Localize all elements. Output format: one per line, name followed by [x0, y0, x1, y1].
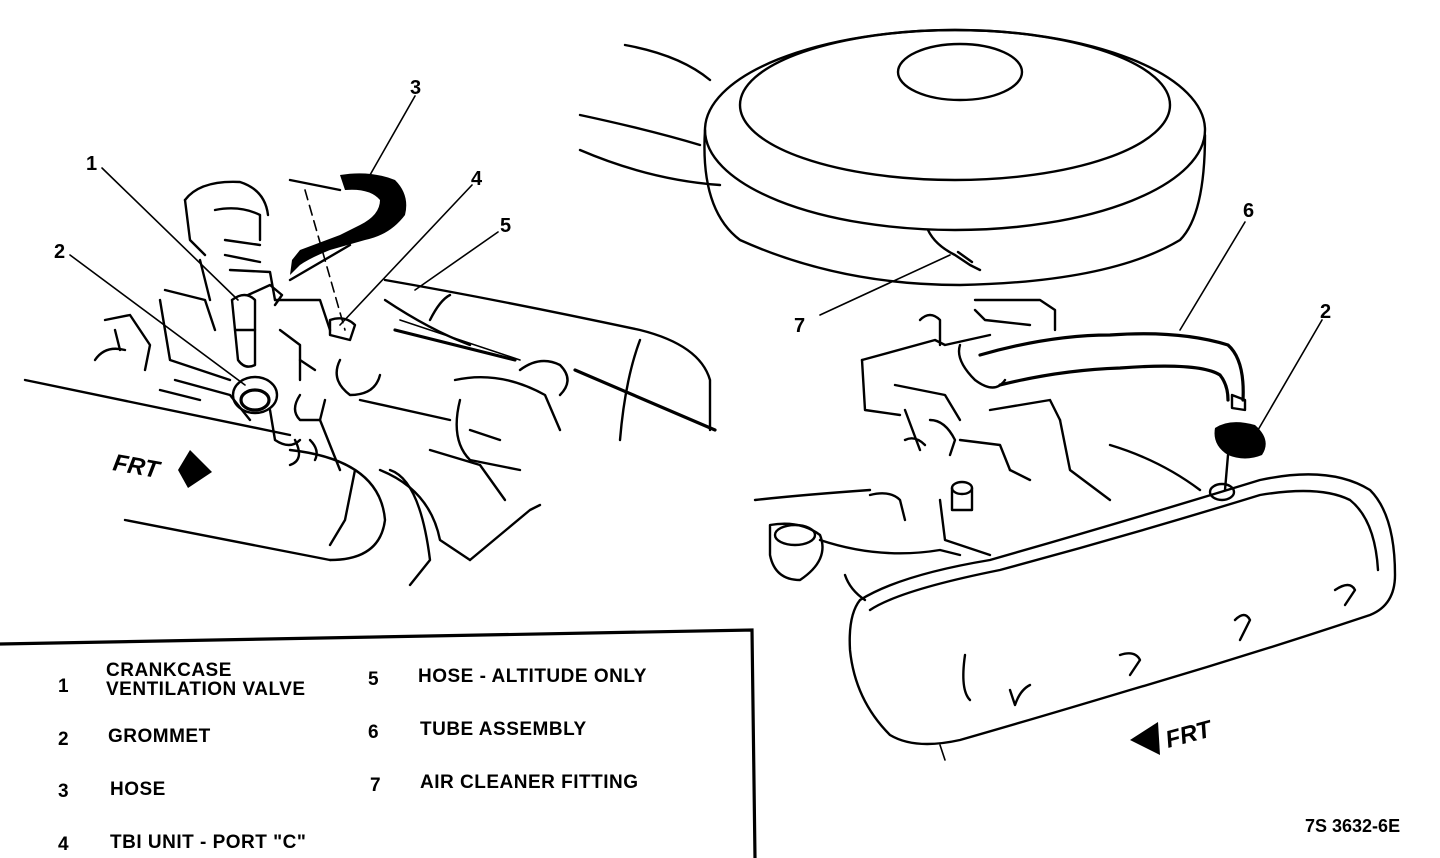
right-leader-lines — [819, 221, 1323, 431]
callout-right-6: 6 — [1243, 200, 1254, 222]
callout-left-1: 1 — [86, 153, 97, 175]
legend-text-3: HOSE — [110, 779, 166, 800]
callout-left-2: 2 — [54, 241, 65, 263]
figure-code: 7S 3632-6E — [1305, 816, 1400, 836]
right-engine-view: FRT — [578, 28, 1397, 761]
legend-text-2: GROMMET — [108, 726, 211, 747]
left-callouts: 1 2 3 4 5 — [54, 77, 511, 263]
legend-num-7: 7 — [370, 775, 381, 796]
legend-text-6: TUBE ASSEMBLY — [420, 719, 587, 740]
callout-left-3: 3 — [410, 77, 421, 99]
legend-num-5: 5 — [368, 669, 379, 690]
callout-right-2: 2 — [1320, 301, 1331, 323]
callout-left-5: 5 — [500, 215, 511, 237]
legend-text-1b: VENTILATION VALVE — [106, 679, 306, 700]
legend-box: 1 CRANKCASE VENTILATION VALVE 2 GROMMET … — [0, 628, 757, 858]
frt-label-right: FRT — [1163, 715, 1217, 754]
legend-num-4: 4 — [58, 834, 69, 855]
frt-label-left: FRT — [111, 449, 164, 484]
legend-text-1a: CRANKCASE — [106, 660, 232, 681]
right-callouts: 6 2 7 — [794, 200, 1331, 337]
legend-num-2: 2 — [58, 729, 69, 750]
legend-text-5: HOSE - ALTITUDE ONLY — [418, 666, 647, 687]
legend-num-6: 6 — [368, 722, 379, 743]
legend-num-1: 1 — [58, 676, 69, 697]
legend-num-3: 3 — [58, 781, 69, 802]
left-engine-view: FRT — [23, 173, 717, 587]
legend-text-4: TBI UNIT - PORT "C" — [110, 832, 306, 853]
legend-text-7: AIR CLEANER FITTING — [420, 772, 639, 793]
left-leader-lines — [69, 95, 499, 386]
callout-left-4: 4 — [471, 168, 483, 190]
callout-right-7: 7 — [794, 315, 805, 337]
